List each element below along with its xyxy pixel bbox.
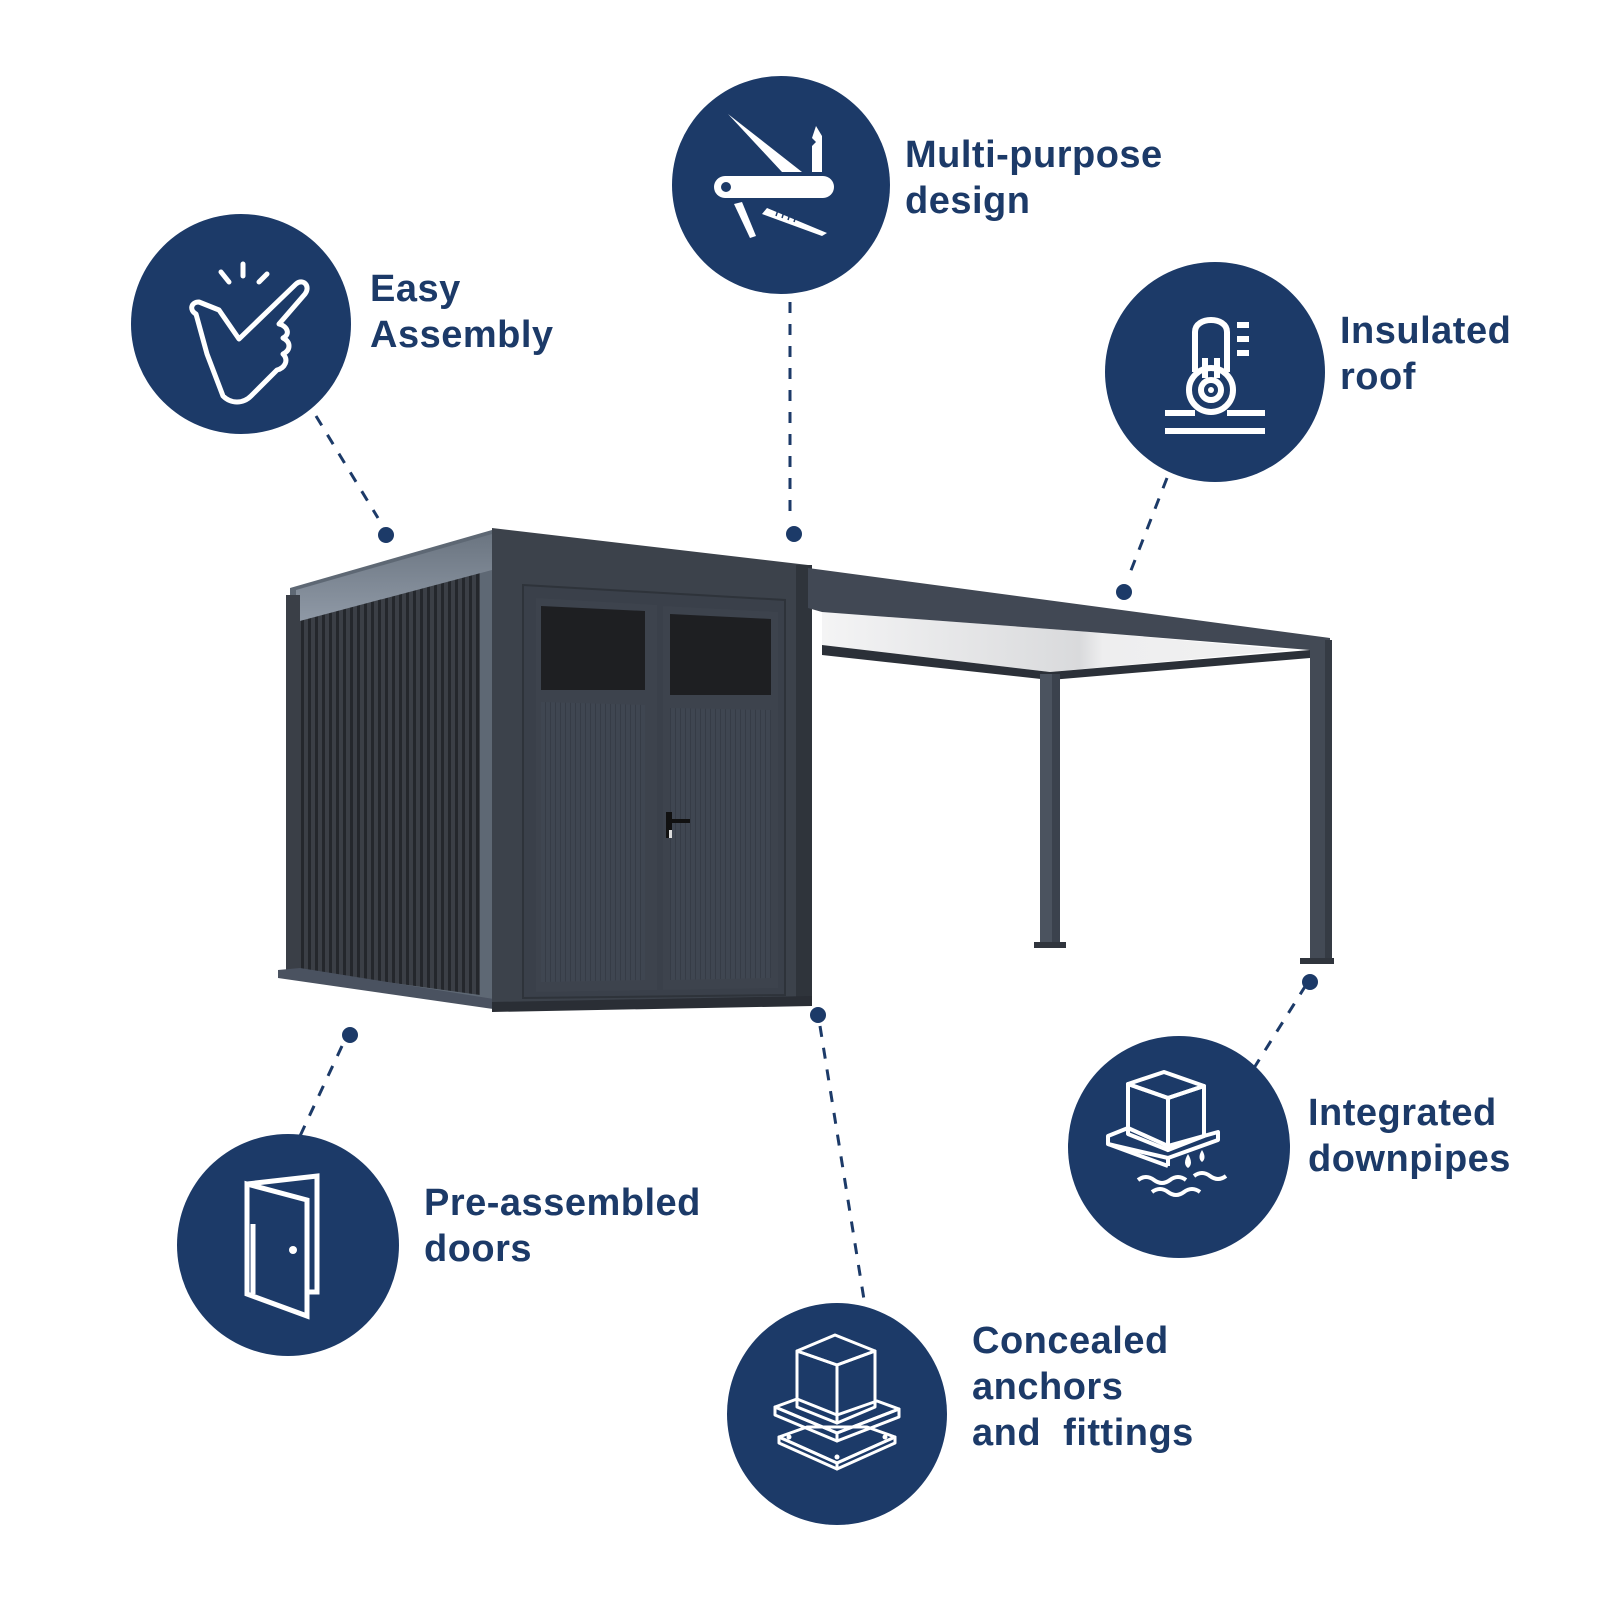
- feature-pre-assembled-doors-label: Pre-assembled doors: [424, 1182, 701, 1270]
- hand-snap-icon: [189, 261, 310, 405]
- post-anchor-plate-icon: [773, 1333, 901, 1471]
- feature-integrated-downpipes-label: Integrated downpipes: [1308, 1092, 1511, 1180]
- shed-front-wall: [492, 528, 812, 1012]
- pocket-knife-icon: [714, 114, 834, 238]
- post-water-drain-icon: [1106, 1070, 1228, 1197]
- feature-pre-assembled-doors-badge: [177, 1134, 399, 1356]
- open-door-icon: [244, 1173, 320, 1320]
- feature-concealed-anchors-badge: [727, 1303, 947, 1525]
- feature-multi-purpose-badge: [672, 76, 890, 294]
- feature-easy-assembly-label: Easy Assembly: [370, 268, 554, 356]
- pergola: [808, 568, 1334, 964]
- thermometer-insulation-icon: [1165, 317, 1265, 434]
- feature-concealed-anchors-label: Concealed anchors and fittings: [972, 1320, 1194, 1454]
- feature-integrated-downpipes-badge: [1068, 1036, 1290, 1258]
- feature-insulated-roof-label: Insulated roof: [1340, 310, 1512, 398]
- feature-insulated-roof-badge: [1105, 262, 1325, 482]
- feature-easy-assembly-badge: [131, 214, 351, 434]
- feature-multi-purpose-label: Multi-purpose design: [905, 134, 1163, 222]
- shed-side-wall: [278, 530, 500, 1010]
